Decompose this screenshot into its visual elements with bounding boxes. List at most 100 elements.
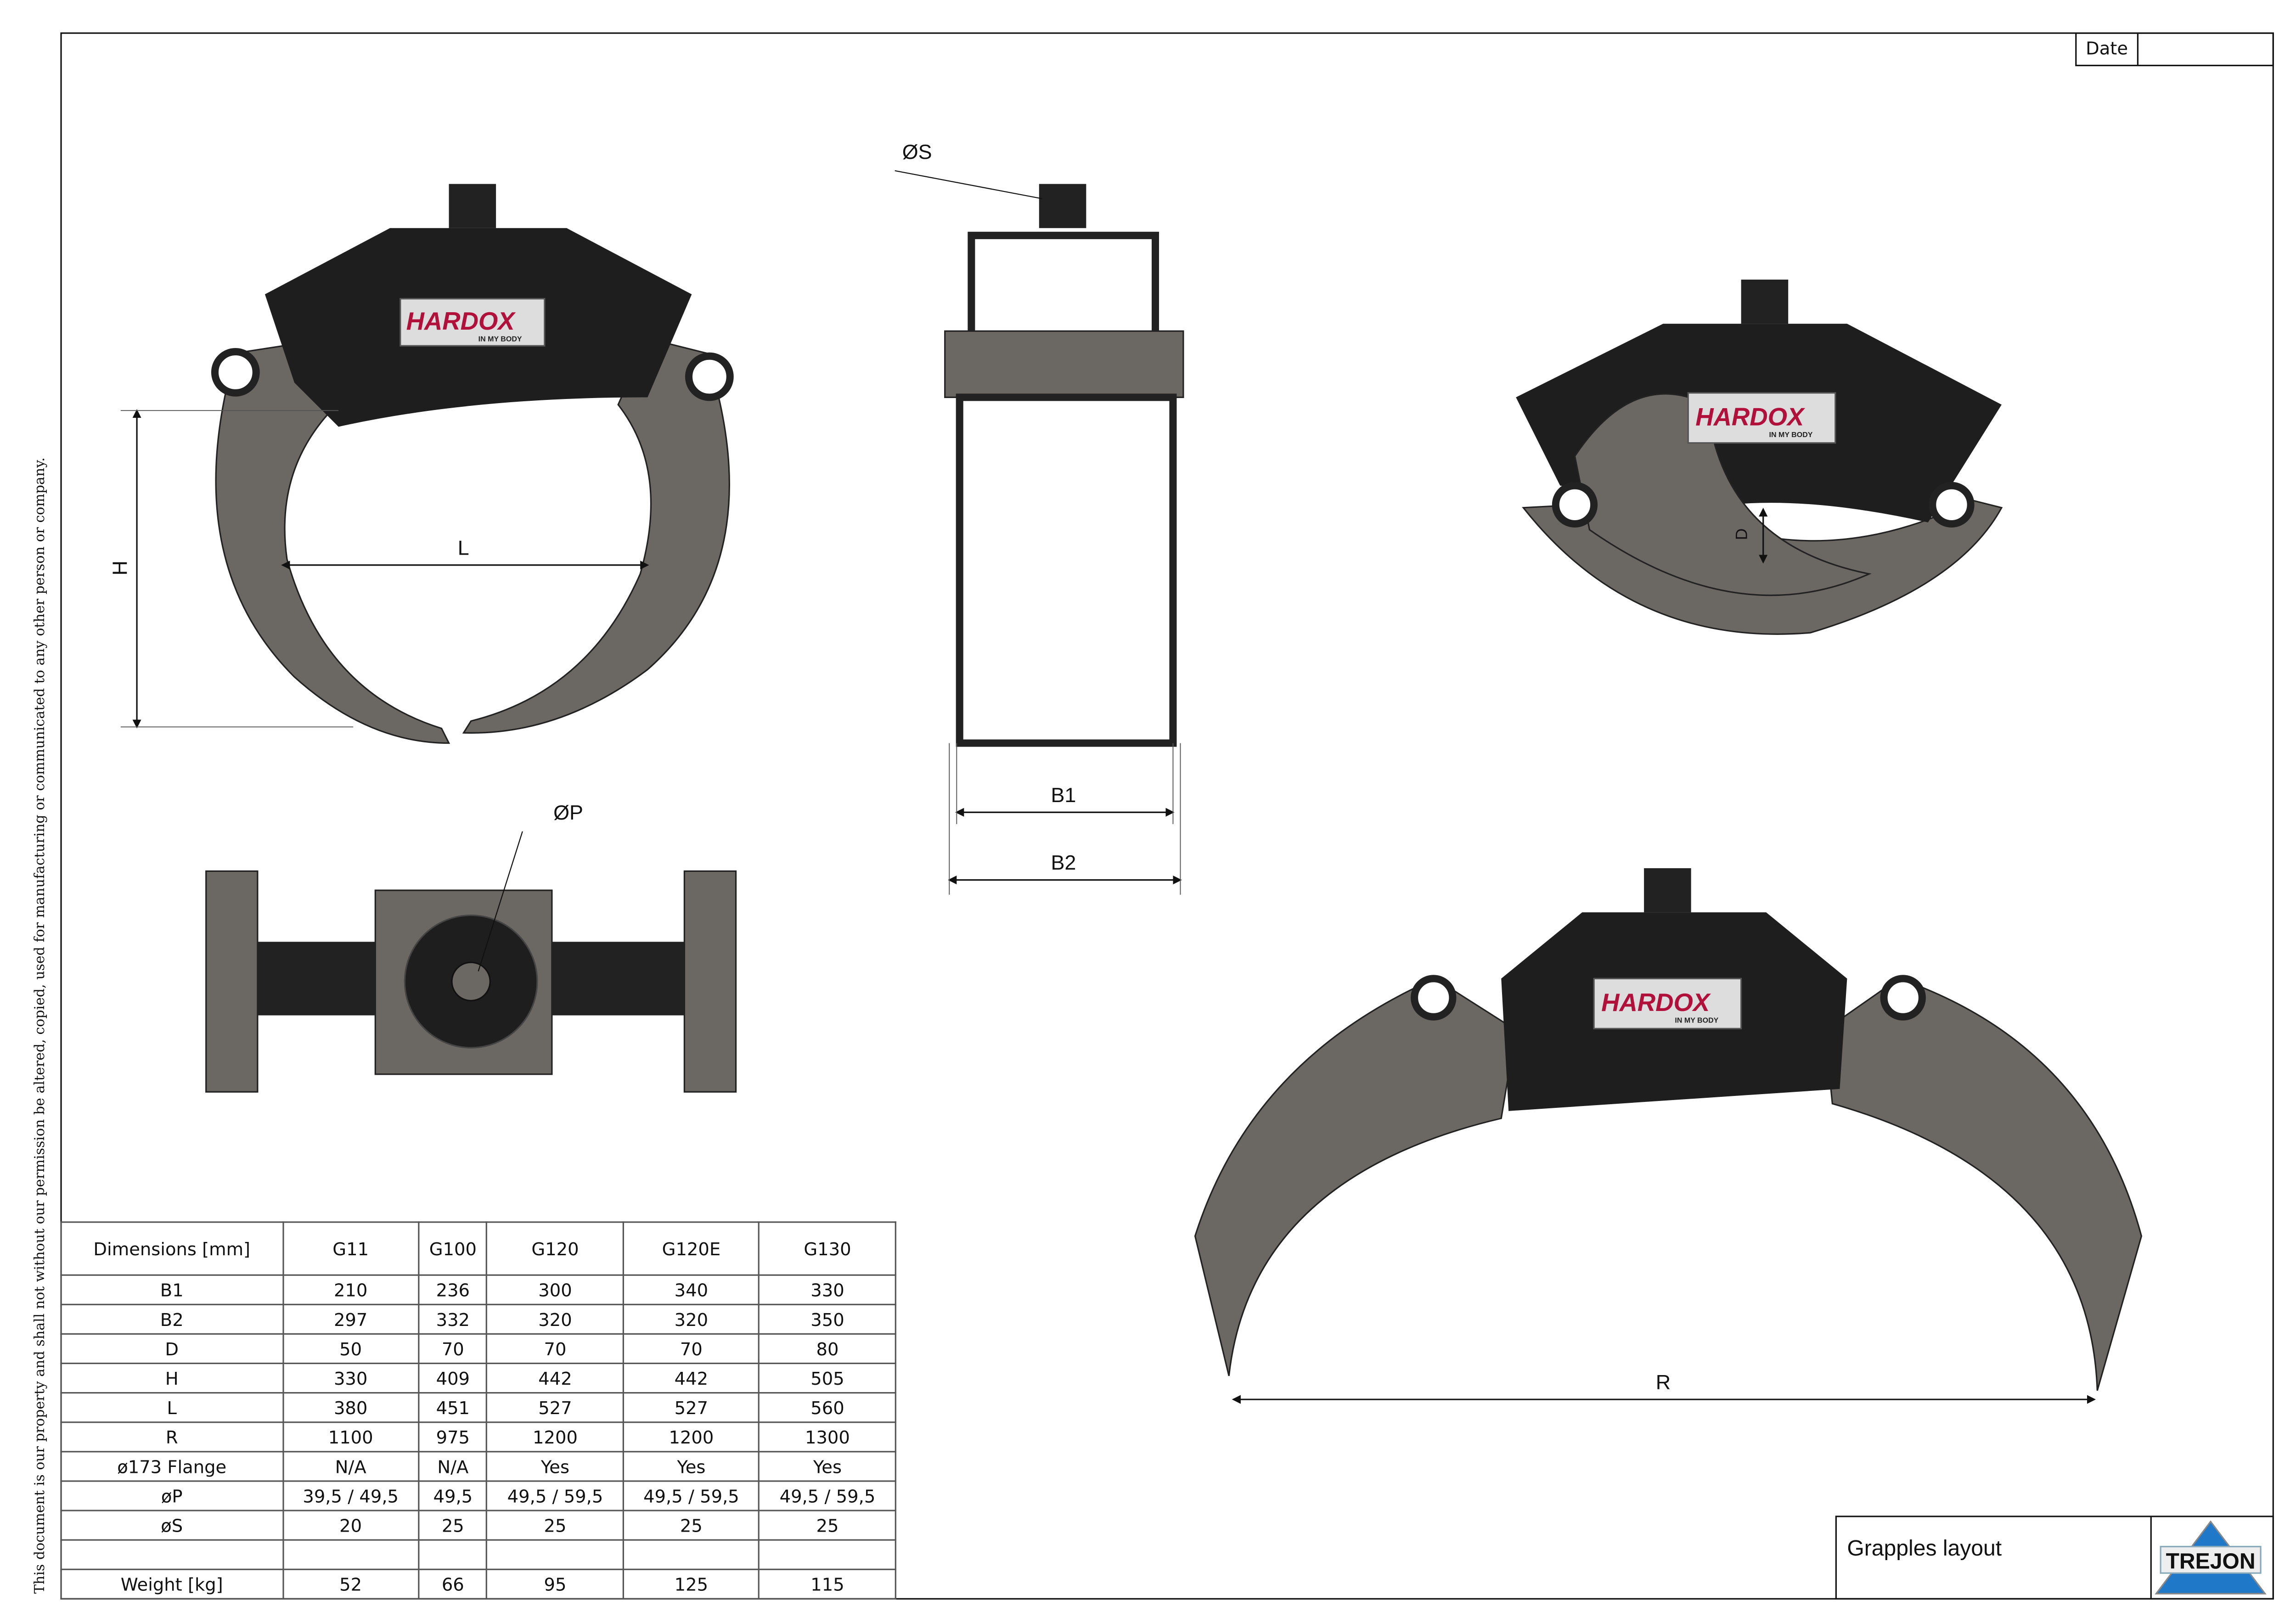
header-cell: G120E [622,1221,760,1276]
table-cell: 330 [281,1362,420,1394]
hardox-sub-closed: IN MY BODY [1769,431,1813,439]
table-cell: 25 [759,1510,896,1541]
hardox-logo-open: HARDOX [1601,988,1711,1016]
table-cell: 442 [622,1362,760,1394]
dim-label-s: ØS [902,140,932,163]
table-cell: 66 [418,1568,488,1600]
row-label: H [60,1362,284,1394]
table-cell: 330 [759,1274,896,1305]
table-cell: N/A [281,1451,420,1482]
table-cell [759,1539,896,1570]
side-view-grapple [895,170,1184,895]
hardox-plates: HARDOX HARDOX HARDOX [406,307,1806,1016]
table-cell: 320 [486,1303,624,1335]
dimensions-table: Dimensions [mm] G11 G100 G120 G120E G130… [60,1221,896,1600]
row-label: B1 [60,1274,284,1305]
header-cell: Dimensions [mm] [60,1221,284,1276]
hardox-logo-front: HARDOX [406,307,517,335]
table-cell: 300 [486,1274,624,1305]
table-cell: 70 [418,1333,488,1365]
table-cell: 49,5 / 59,5 [622,1480,760,1511]
dim-label-h: H [107,560,131,576]
dim-label-d: D [1733,528,1751,540]
hardox-subtitles: IN MY BODY IN MY BODY IN MY BODY [478,335,1813,1025]
table-cell: 297 [281,1303,420,1335]
row-label: L [60,1392,284,1423]
header-cell: G130 [759,1221,896,1276]
table-cell: 49,5 / 59,5 [486,1480,624,1511]
table-cell: 560 [759,1392,896,1423]
row-label: ø173 Flange [60,1451,284,1482]
table-cell: 49,5 [418,1480,488,1511]
dim-label-l: L [457,535,469,559]
table-cell [486,1539,624,1570]
hardox-logo-closed: HARDOX [1695,403,1806,431]
date-label: Date [2077,34,2139,65]
row-label: øP [60,1480,284,1511]
table-cell: N/A [418,1451,488,1482]
dim-label-b1: B1 [1051,783,1076,807]
sheet-border [60,32,2274,1600]
table-cell: 1200 [622,1421,760,1453]
table-cell [281,1539,420,1570]
table-cell: 50 [281,1333,420,1365]
top-view-grapple [205,831,737,1093]
title-block: Grapples layout TREJON [1835,1516,2274,1600]
table-cell: 442 [486,1362,624,1394]
table-cell: 39,5 / 49,5 [281,1480,420,1511]
row-label: B2 [60,1303,284,1335]
front-view-grapple [120,184,734,744]
table-cell: 25 [418,1510,488,1541]
table-cell: 380 [281,1392,420,1423]
table-cell: Yes [622,1451,760,1482]
table-cell [622,1539,760,1570]
table-cell: 25 [486,1510,624,1541]
table-cell: 52 [281,1568,420,1600]
trejon-logo: TREJON [2150,1517,2273,1598]
row-label [60,1539,284,1570]
hardox-sub-front: IN MY BODY [478,335,522,343]
table-cell: 20 [281,1510,420,1541]
date-box: Date [2075,32,2274,67]
table-cell [418,1539,488,1570]
table-cell: Yes [759,1451,896,1482]
table-cell: 70 [486,1333,624,1365]
table-cell: 527 [622,1392,760,1423]
table-cell: 340 [622,1274,760,1305]
table-cell: 125 [622,1568,760,1600]
table-cell: 115 [759,1568,896,1600]
open-view-grapple [1194,868,2143,1404]
table-cell: 332 [418,1303,488,1335]
dim-label-p: ØP [553,800,583,824]
table-cell: 70 [622,1333,760,1365]
header-cell: G120 [486,1221,624,1276]
table-cell: 975 [418,1421,488,1453]
table-cell: 1300 [759,1421,896,1453]
row-label: R [60,1421,284,1453]
hardox-sub-open: IN MY BODY [1675,1016,1718,1025]
table-row [60,1539,896,1570]
table-cell: 527 [486,1392,624,1423]
logo-text: TREJON [2166,1549,2256,1574]
table-cell: Yes [486,1451,624,1482]
table-cell: 1200 [486,1421,624,1453]
row-label: øS [60,1510,284,1541]
table-cell: 1100 [281,1421,420,1453]
header-cell: G11 [281,1221,420,1276]
closed-view-grapple [1516,279,2003,635]
table-cell: 49,5 / 59,5 [759,1480,896,1511]
table-cell: 210 [281,1274,420,1305]
table-cell: 409 [418,1362,488,1394]
table-cell: 505 [759,1362,896,1394]
dim-label-r: R [1655,1370,1671,1394]
